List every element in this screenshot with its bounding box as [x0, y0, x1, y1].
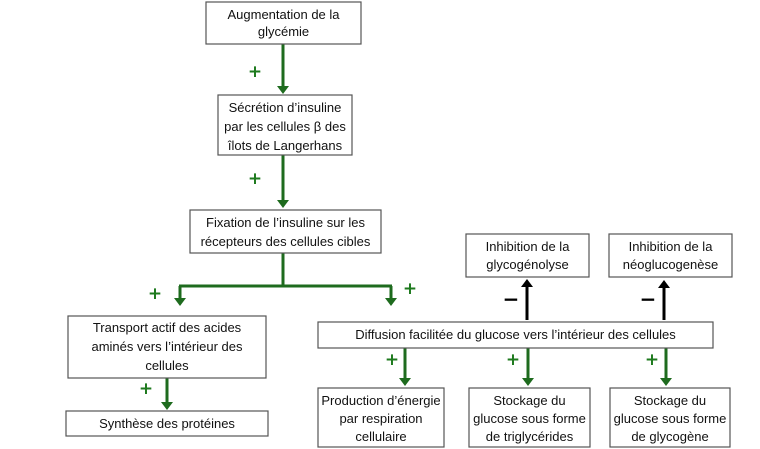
activation-connectors [161, 44, 672, 410]
plus-sign-secretion: + [248, 62, 262, 82]
plus-sign-energy: + [385, 350, 399, 370]
minus-sign-neoglucogenesis: − [640, 287, 657, 311]
label-glucose-diffusion: Diffusion facilitée du glucose vers l’in… [355, 327, 676, 342]
node-amino-transport [67, 315, 267, 379]
arrowhead-glycogen [660, 378, 672, 386]
label-line: Augmentation de la [227, 7, 340, 22]
node-protein-synthesis [65, 410, 269, 437]
plus-sign-glycogen: + [645, 350, 659, 370]
minus-sign-glycogenolysis: − [503, 287, 520, 311]
node-triglyceride-storage [468, 387, 591, 448]
node-neoglucogenesis-inhibition [608, 233, 733, 278]
node-boxes [65, 1, 733, 448]
label-line: cellules [145, 358, 189, 373]
label-line: néoglucogenèse [623, 257, 718, 272]
arrowhead-binding [277, 200, 289, 208]
label-line: Stockage du [493, 393, 565, 408]
plus-sign-glucose-diffusion: + [403, 279, 417, 299]
label-hyperglycemia: Augmentation de la glycémie [227, 7, 340, 39]
node-energy-production [317, 387, 445, 448]
label-line: aminés vers l’intérieur des [91, 339, 243, 354]
sign-labels: + + + + + + + + − − [139, 62, 659, 399]
node-glycogen-storage [609, 387, 731, 448]
label-line: cellulaire [355, 429, 406, 444]
label-line: Fixation de l’insuline sur les [206, 215, 365, 230]
label-line: glucose sous forme [614, 411, 727, 426]
plus-sign-binding: + [248, 169, 262, 189]
plus-sign-triglycerides: + [506, 350, 520, 370]
label-line: Synthèse des protéines [99, 416, 235, 431]
plus-sign-amino-transport: + [148, 284, 162, 304]
node-glycogenolysis-inhibition [465, 233, 590, 278]
label-line: Sécrétion d’insuline [229, 100, 342, 115]
label-line: par respiration [339, 411, 422, 426]
label-line: Transport actif des acides [93, 320, 242, 335]
label-triglyceride-storage: Stockage du glucose sous forme de triglycé… [473, 393, 586, 444]
label-line: glycogénolyse [486, 257, 568, 272]
label-line: îlots de Langerhans [227, 138, 343, 153]
arrowhead-amino-transport [174, 298, 186, 306]
arrowhead-protein [161, 402, 173, 410]
label-neoglucogenesis-inhibition: Inhibition de la néoglucogenèse [623, 239, 718, 272]
plus-sign-protein-synthesis: + [139, 379, 153, 399]
node-insulin-binding [189, 209, 382, 254]
label-line: récepteurs des cellules cibles [201, 234, 371, 249]
arrowhead-neoglucogenesis [658, 280, 670, 288]
label-insulin-secretion: Sécrétion d’insuline par les cellules β d… [224, 100, 346, 153]
label-line: Inhibition de la [629, 239, 714, 254]
label-line: Production d’énergie [321, 393, 440, 408]
label-energy-production: Production d’énergie par respiration cellu… [321, 393, 440, 444]
label-glycogenolysis-inhibition: Inhibition de la glycogénolyse [486, 239, 571, 272]
label-line: glycémie [258, 24, 309, 39]
label-amino-transport: Transport actif des acides aminés vers l’… [91, 320, 243, 373]
label-line: de triglycérides [486, 429, 574, 444]
label-glycogen-storage: Stockage du glucose sous forme de glycogèn… [614, 393, 727, 444]
label-insulin-binding: Fixation de l’insuline sur les récepteurs… [201, 215, 371, 249]
label-line: par les cellules β des [224, 119, 346, 134]
label-line: glucose sous forme [473, 411, 586, 426]
label-line: Inhibition de la [486, 239, 571, 254]
arrowhead-secretion [277, 86, 289, 94]
node-insulin-secretion [217, 94, 353, 156]
label-line: Diffusion facilitée du glucose vers l’in… [355, 327, 676, 342]
label-protein-synthesis: Synthèse des protéines [99, 416, 235, 431]
inhibition-connectors [521, 279, 670, 320]
label-line: Stockage du [634, 393, 706, 408]
arrowhead-energy [399, 378, 411, 386]
node-glucose-diffusion [317, 321, 714, 349]
arrowhead-glucose-diffusion [385, 298, 397, 306]
node-hyperglycemia [205, 1, 362, 45]
arrowhead-glycogenolysis [521, 279, 533, 287]
label-line: de glycogène [631, 429, 708, 444]
arrowhead-triglycerides [522, 378, 534, 386]
